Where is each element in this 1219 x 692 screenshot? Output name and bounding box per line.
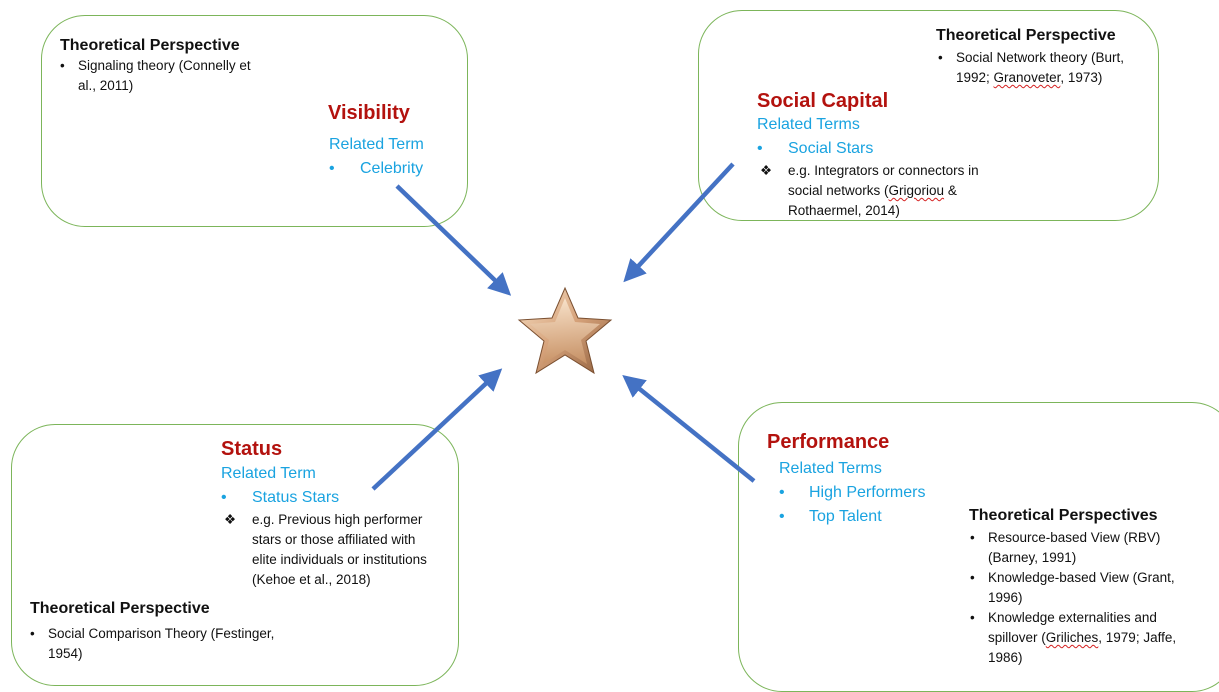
bullet-icon: • (757, 140, 763, 157)
bullet-icon: • (329, 160, 335, 177)
star-icon (517, 286, 613, 375)
social-capital-example-line1: ❖e.g. Integrators or connectors in (760, 161, 979, 181)
bullet-icon: • (779, 508, 785, 525)
performance-heading: Performance (767, 431, 890, 453)
status-example-line2: stars or those affiliated with (252, 532, 416, 547)
bullet-icon: • (60, 58, 65, 73)
performance-theory-title: Theoretical Perspectives (969, 507, 1158, 524)
status-related-label: Related Term (221, 465, 316, 482)
social-capital-heading: Social Capital (757, 90, 889, 112)
performance-term-high-performers: •High Performers (779, 484, 926, 501)
performance-theory-kbv-cont: 1996) (988, 590, 1023, 605)
status-example-line1: ❖e.g. Previous high performer (224, 510, 422, 530)
performance-term-top-talent: •Top Talent (779, 508, 882, 525)
visibility-heading: Visibility (328, 102, 410, 124)
visibility-theory-item: •Signaling theory (Connelly et (60, 56, 251, 76)
visibility-theory-item-cont: al., 2011) (78, 78, 134, 93)
status-example-line3: elite individuals or institutions (252, 552, 427, 567)
visibility-theory-title: Theoretical Perspective (60, 37, 240, 54)
social-capital-term: •Social Stars (757, 140, 874, 157)
visibility-box (41, 15, 468, 227)
bullet-icon: • (970, 610, 975, 625)
bullet-icon: • (221, 489, 227, 506)
bullet-icon: • (30, 626, 35, 641)
social-capital-related-label: Related Terms (757, 116, 860, 133)
arrow-visibility (395, 184, 512, 296)
status-theory-item-cont: 1954) (48, 646, 83, 661)
performance-theory-rbv-cont: (Barney, 1991) (988, 550, 1077, 565)
diamond-bullet-icon: ❖ (224, 512, 237, 527)
performance-theory-spillover: •Knowledge externalities and (970, 608, 1157, 628)
social-capital-theory-item-cont: 1992; Granoveter, 1973) (956, 70, 1103, 85)
diamond-bullet-icon: ❖ (760, 163, 773, 178)
bullet-icon: • (779, 484, 785, 501)
social-capital-theory-title: Theoretical Perspective (936, 27, 1116, 44)
bullet-icon: • (970, 570, 975, 585)
status-example-line4: (Kehoe et al., 2018) (252, 572, 371, 587)
bullet-icon: • (938, 50, 943, 65)
visibility-related-label: Related Term (329, 136, 424, 153)
performance-theory-spillover-cont: spillover (Griliches, 1979; Jaffe, (988, 630, 1177, 645)
performance-related-label: Related Terms (779, 460, 882, 477)
social-capital-theory-item: •Social Network theory (Burt, (938, 48, 1124, 68)
performance-theory-rbv: •Resource-based View (RBV) (970, 528, 1160, 548)
social-capital-example-line2: social networks (Grigoriou & (788, 183, 957, 198)
performance-theory-spillover-cont2: 1986) (988, 650, 1023, 665)
status-theory-item: •Social Comparison Theory (Festinger, (30, 624, 274, 644)
status-heading: Status (221, 438, 283, 460)
visibility-term: •Celebrity (329, 160, 424, 177)
social-capital-box (698, 10, 1159, 221)
social-capital-example-line3: Rothaermel, 2014) (788, 203, 900, 218)
arrow-performance (622, 374, 756, 483)
status-theory-title: Theoretical Perspective (30, 600, 210, 617)
performance-theory-kbv: •Knowledge-based View (Grant, (970, 568, 1175, 588)
arrow-status (371, 368, 503, 491)
arrow-social-capital (623, 162, 735, 283)
status-term: •Status Stars (221, 489, 340, 506)
bullet-icon: • (970, 530, 975, 545)
